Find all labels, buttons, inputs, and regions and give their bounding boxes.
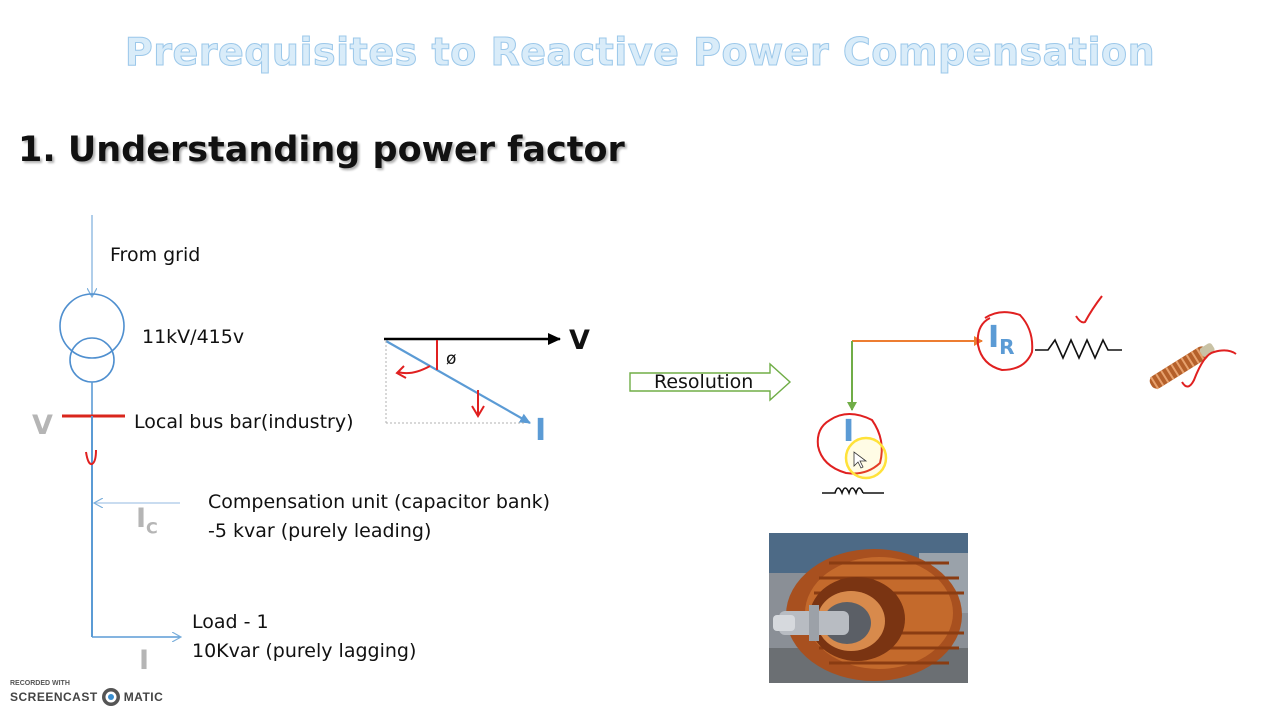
screencast-watermark: RECORDED WITH SCREENCAST MATIC [10,680,163,707]
resolution-arrow [629,362,792,402]
resistive-current-subscript: R [999,335,1015,359]
phase-angle-symbol: ø [446,349,457,369]
load-current-symbol: I [139,645,150,676]
mouse-pointer-icon [853,451,868,469]
transformer-icon [59,293,125,383]
load-line1: Load - 1 [192,611,269,633]
current-phasor-symbol: I [535,413,547,448]
watermark-brand-right: MATIC [123,690,164,704]
watermark-brand-left: SCREENCAST [10,690,98,704]
bus-bar-label: Local bus bar(industry) [134,411,354,433]
watermark-line1: RECORDED WITH [10,680,70,687]
motor-photo-icon [769,533,968,683]
ink-squiggle [1181,349,1237,388]
voltage-phasor-symbol: V [569,325,590,356]
compensation-unit-line2: -5 kvar (purely leading) [208,520,432,542]
cursor-highlight [844,436,888,480]
inductor-icon [822,487,884,496]
coil-icon [1146,343,1215,391]
slide-title: Prerequisites to Reactive Power Compensa… [124,30,1156,75]
current-phasor [385,340,531,424]
section-heading: 1. Understanding power factor [18,130,625,170]
resistive-current-symbol: IR [988,320,1015,359]
from-grid-label: From grid [110,244,201,266]
load-line2: 10Kvar (purely lagging) [192,640,417,662]
transformer-rating-label: 11kV/415v [142,326,245,348]
ink-arrow-left [397,365,431,375]
ink-circle-ir [976,311,1034,372]
resolution-label: Resolution [654,371,754,393]
inductive-current-symbol: I [843,414,855,449]
ink-circle-il [816,413,883,475]
ink-arrow-down-head [471,405,485,418]
ink-arrow-left-head [395,365,407,379]
phasor-diagram [384,333,561,424]
screencast-o-matic-logo [101,688,120,706]
resistor-icon [1035,338,1122,360]
compensation-unit-line1: Compensation unit (capacitor bank) [208,491,551,513]
bus-voltage-symbol: V [32,410,53,441]
ink-checkmark [1075,295,1103,324]
current-direction-ink [85,449,97,466]
capacitor-current-symbol: IC [136,503,158,538]
capacitor-current-subscript: C [146,518,158,538]
